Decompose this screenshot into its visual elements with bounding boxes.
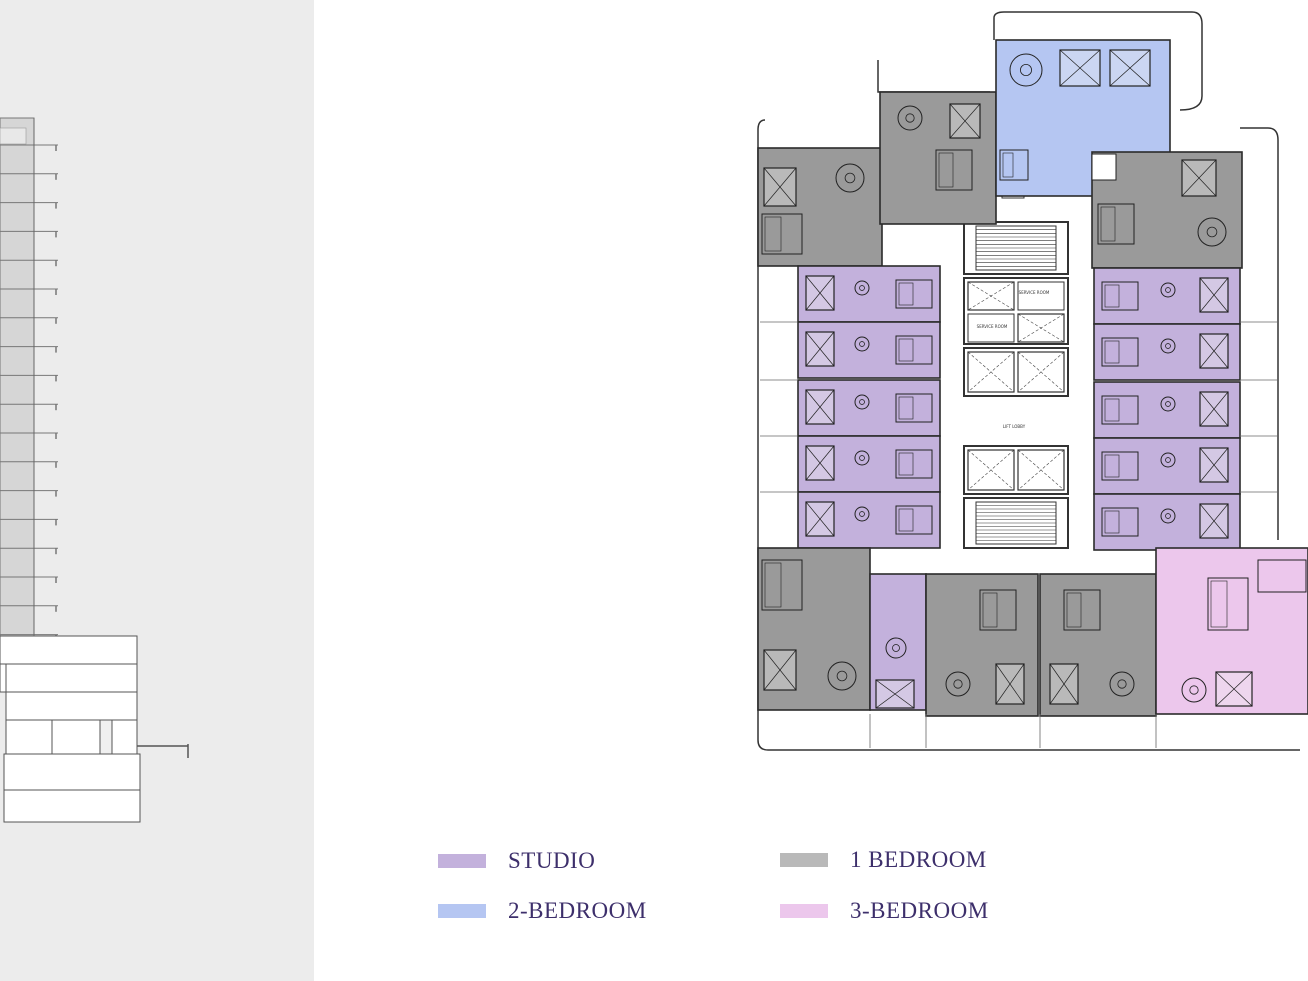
podium-level-4d: [111, 719, 138, 755]
round-table: [1160, 396, 1176, 412]
round-table: [835, 163, 865, 193]
podium-level-3: [5, 691, 138, 721]
unit-fixtures: [761, 49, 1307, 709]
bathroom-fixture: [895, 279, 933, 309]
unit-1-bedroom-top-right: [1091, 151, 1243, 269]
bathroom-fixture: [979, 589, 1017, 631]
unit-studio-left-5: [797, 491, 941, 549]
building-section-drawing: [0, 117, 189, 823]
round-table: [1197, 217, 1227, 247]
round-table: [827, 661, 857, 691]
top-balcony-outline: [993, 11, 1203, 111]
bathroom-fixture: [1207, 577, 1249, 631]
bathroom-fixture: [935, 149, 973, 191]
top-left-balcony-outline: [877, 60, 990, 93]
lift-lobby-label: LIFT LOBBY: [1003, 424, 1026, 429]
round-table: [885, 637, 907, 659]
unit-studio-bottom: [869, 573, 927, 711]
legend-item-1-bedroom: 1 BEDROOM: [780, 847, 987, 873]
building-section-panel: [0, 0, 314, 981]
bathroom-fixture: [761, 559, 803, 611]
lift-car: [967, 281, 1015, 311]
legend-swatch-studio: [438, 854, 486, 868]
round-table: [854, 336, 870, 352]
round-table: [1160, 338, 1176, 354]
podium-level-6: [3, 789, 141, 823]
right-balcony-outline: [1240, 127, 1279, 540]
unit-studio-right-2: [1093, 323, 1241, 381]
legend-item-2-bedroom: 2-BEDROOM: [438, 898, 647, 924]
bathroom-fixture: [895, 505, 933, 535]
round-table: [854, 280, 870, 296]
unit-3-bedroom-bottom-right: [1155, 547, 1308, 715]
unit-studio-left-2: [797, 321, 941, 379]
podium-level-4a: [5, 719, 53, 755]
legend-swatch-2-bedroom: [438, 904, 486, 918]
round-table: [1160, 452, 1176, 468]
bathroom-fixture: [1101, 507, 1139, 537]
bathroom-fixture: [895, 335, 933, 365]
unit-studio-right-1: [1093, 267, 1241, 325]
podium-level-4b: [51, 719, 101, 755]
podium-level-5: [3, 753, 141, 791]
podium-level-2: [5, 663, 138, 693]
tower-floor-stack: [0, 117, 58, 641]
unit-studio-left-1: [797, 265, 941, 323]
podium-section: [0, 635, 141, 823]
bathroom-fixture: [1101, 337, 1139, 367]
round-table: [1009, 53, 1043, 87]
bathroom-fixture: [1101, 395, 1139, 425]
podium-level-4c: [99, 719, 113, 755]
unit-1-bedroom-bottom-left: [757, 547, 871, 711]
tower-roof-structure: [0, 127, 27, 145]
bathroom-fixture: [1101, 451, 1139, 481]
service-room-label-2: SERVICE ROOM: [977, 324, 1008, 329]
bathroom-fixture: [1097, 203, 1135, 245]
round-table: [854, 394, 870, 410]
unit-studio-left-3: [797, 379, 941, 437]
unit-studio-right-5: [1093, 493, 1241, 551]
round-table: [1181, 677, 1207, 703]
round-table: [1160, 508, 1176, 524]
round-table: [1109, 671, 1135, 697]
service-room-label-1: SERVICE ROOM: [1019, 290, 1050, 295]
legend-label-3-bedroom: 3-BEDROOM: [850, 898, 989, 923]
podium-level-2-edge: [0, 663, 7, 693]
bathroom-fixture: [1063, 589, 1101, 631]
balcony-grid: [760, 321, 1278, 748]
bathroom-fixture: [1101, 281, 1139, 311]
legend-label-studio: STUDIO: [508, 848, 596, 873]
legend-label-2-bedroom: 2-BEDROOM: [508, 898, 647, 923]
tower-body: [0, 117, 35, 637]
legend-item-3-bedroom: 3-BEDROOM: [780, 898, 989, 924]
round-table: [945, 671, 971, 697]
bathroom-fixture: [895, 393, 933, 423]
round-table: [854, 506, 870, 522]
legend-swatch-3-bedroom: [780, 904, 828, 918]
unit-studio-right-3: [1093, 381, 1241, 439]
bathroom-fixture: [895, 449, 933, 479]
bathroom-fixture: [761, 213, 803, 255]
legend-label-1-bedroom: 1 BEDROOM: [850, 847, 987, 872]
round-table: [854, 450, 870, 466]
lift-shaft: [1091, 153, 1117, 181]
unit-1-bedroom-top-left: [757, 147, 883, 267]
apartment-units: [757, 39, 1308, 748]
legend-swatch-1-bedroom: [780, 853, 828, 867]
round-table: [1160, 282, 1176, 298]
floor-plan: SERVICE ROOM SERVICE ROOM LIFT LOBBY GAR…: [757, 11, 1308, 751]
outer-balcony-outline: [757, 119, 1300, 751]
unit-1-bedroom-top-center: [879, 91, 997, 225]
unit-1-bedroom-bottom-center-left: [925, 573, 1039, 717]
bathroom-fixture: [999, 149, 1029, 181]
round-table: [897, 105, 923, 131]
podium-level-1: [0, 635, 138, 665]
legend-item-studio: STUDIO: [438, 848, 595, 874]
